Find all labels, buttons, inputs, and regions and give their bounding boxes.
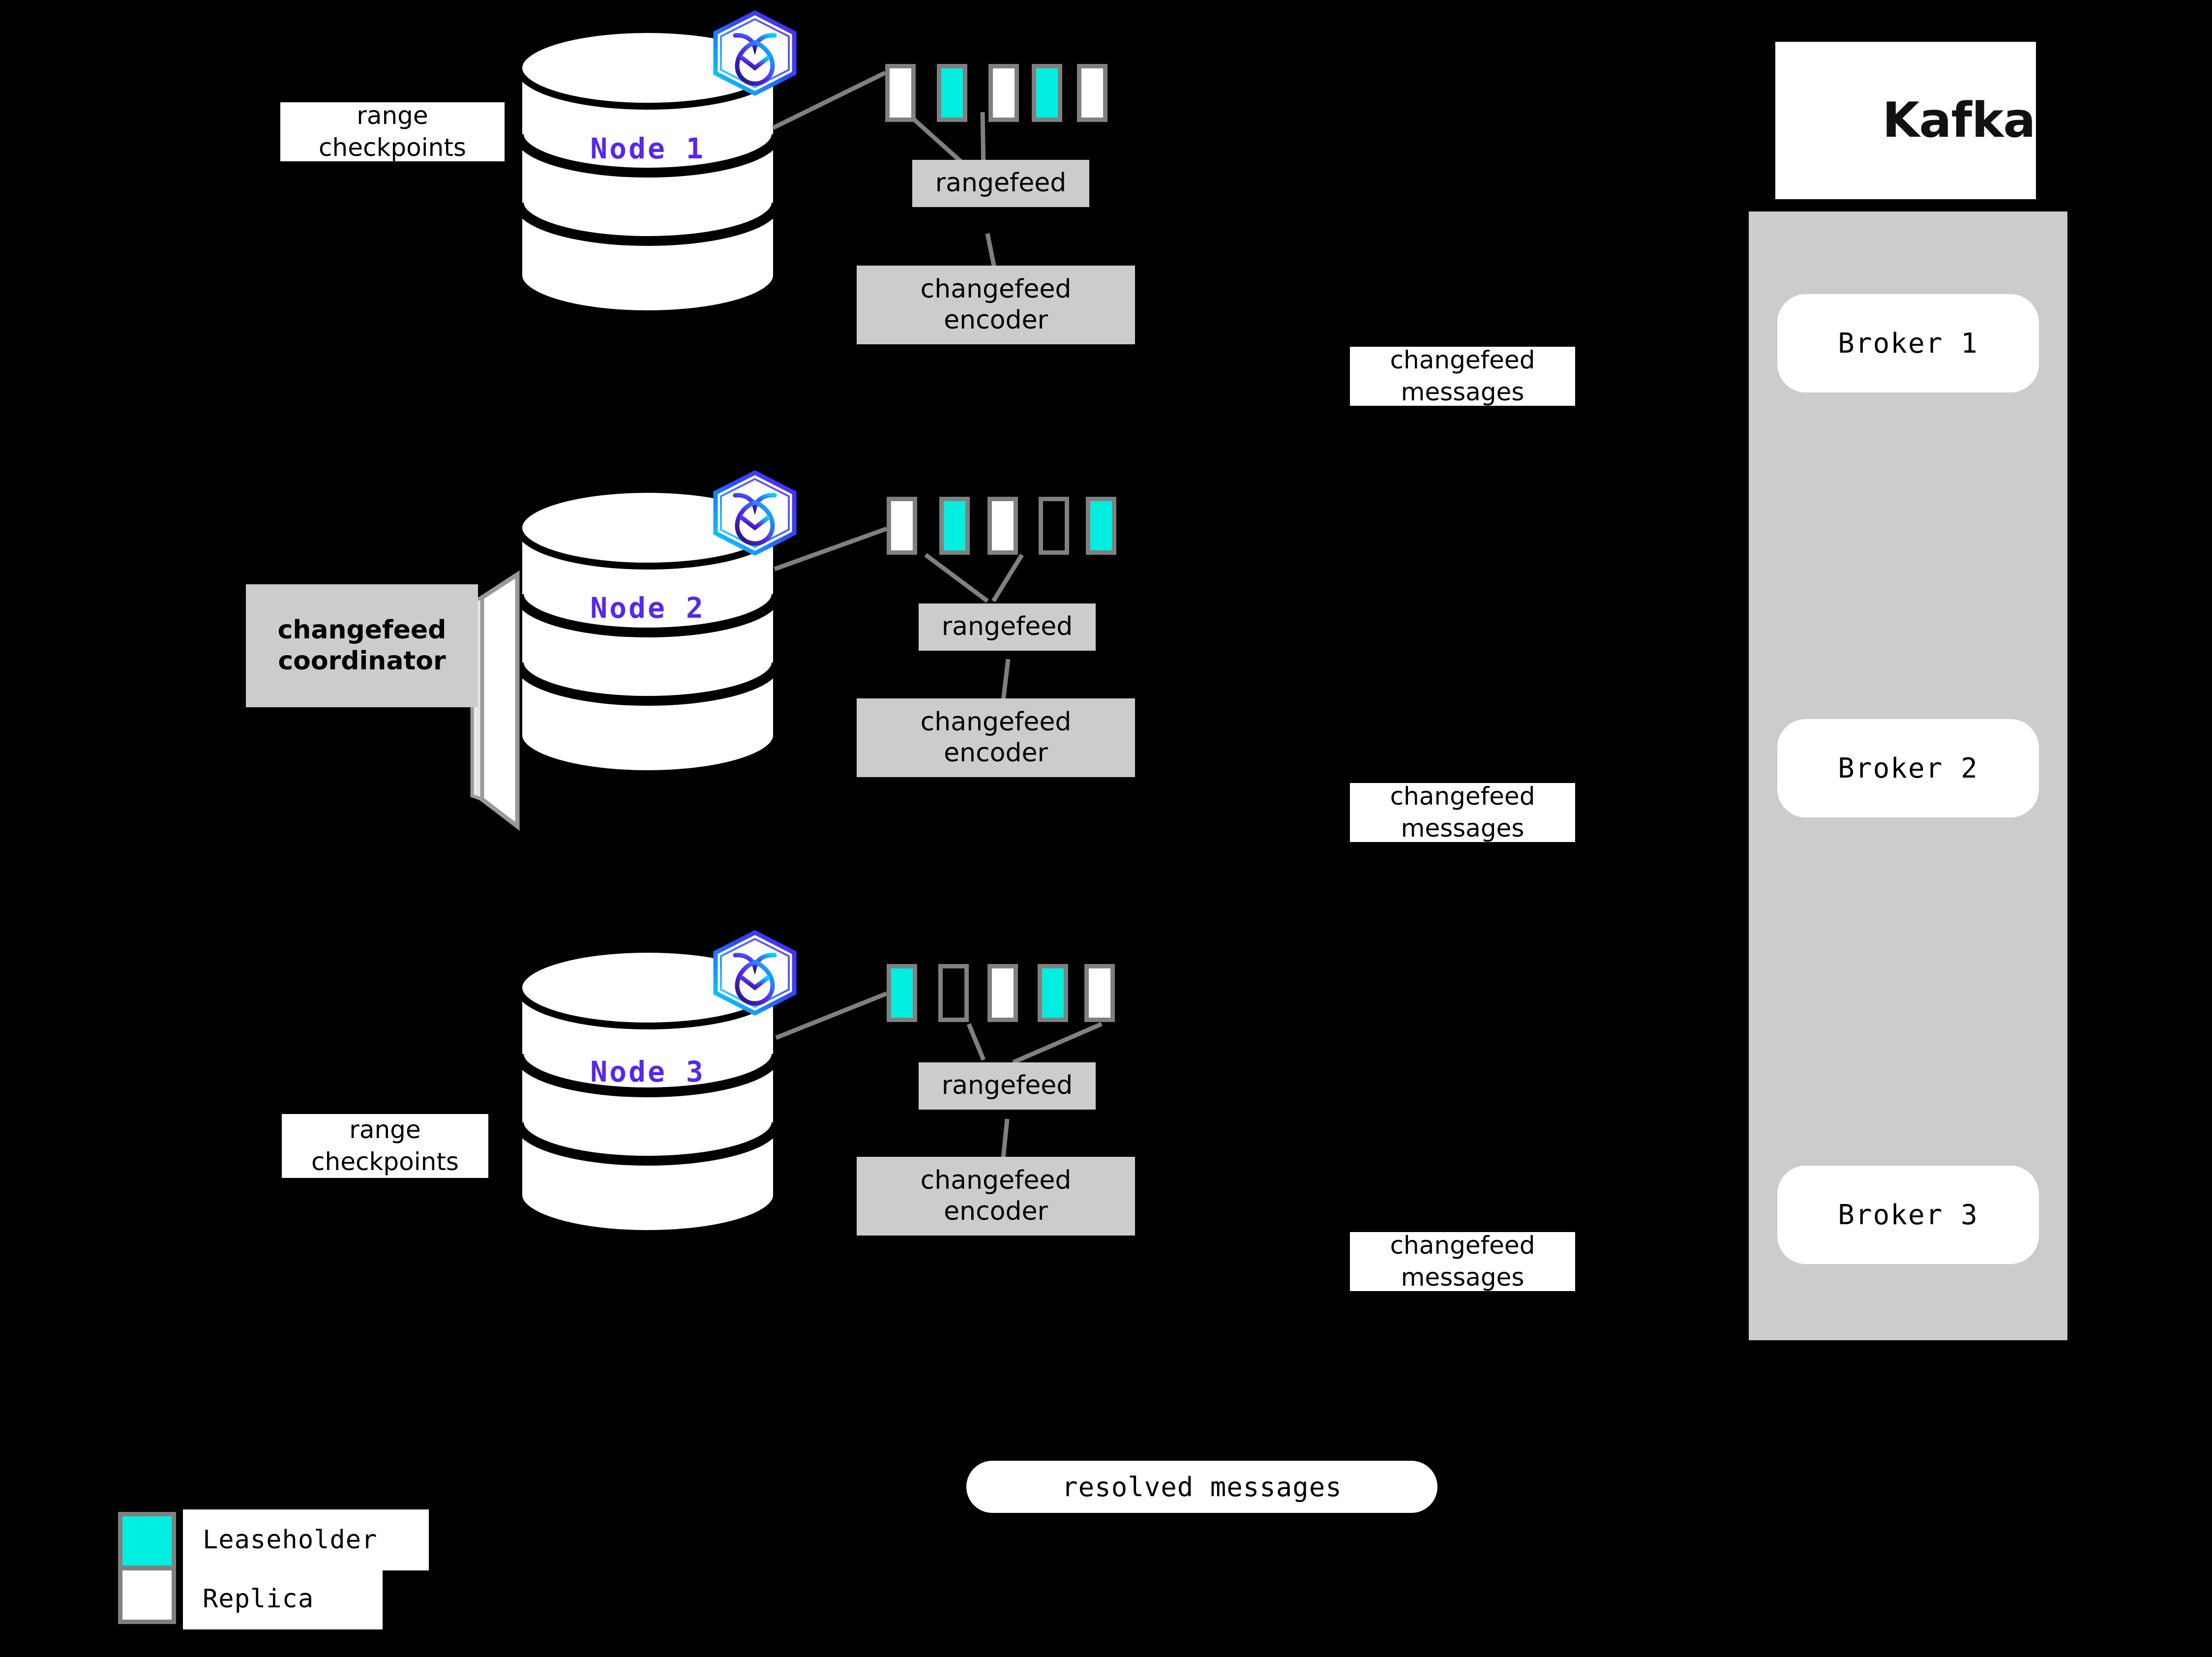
kafka-inbound-arrow [2057,332,2212,351]
coordinator-wedge [470,570,520,831]
node-1-label: Node 1 [590,132,705,165]
legend-swatch-leaseholder [118,1512,176,1570]
node-3-range-checkpoints-label: range checkpoints [282,1114,488,1178]
range-box-replica[interactable] [1077,64,1107,122]
range-box-replica[interactable] [1084,964,1115,1022]
resolved-messages-pill: resolved messages [966,1461,1437,1513]
range-box-replica[interactable] [887,497,917,555]
node-1-changefeed-encoder-box[interactable]: changefeed encoder [857,266,1135,344]
range-box-leaseholder[interactable] [887,964,917,1022]
node-3-label: Node 3 [590,1055,705,1088]
legend-label-replica: Replica [183,1568,383,1629]
kafka-wordmark: Kafka [1882,92,2035,149]
node-2-changefeed-messages-label: changefeed messages [1350,783,1575,842]
broker-2[interactable]: Broker 2 [1777,719,2039,817]
node-3-cockroach-badge [712,930,798,1016]
range-box-leaseholder[interactable] [1032,64,1062,122]
node-2-rangefeed-box[interactable]: rangefeed [919,603,1096,651]
range-box-leaseholder[interactable] [937,64,967,122]
kafka-logo: Kafka [1775,42,2036,199]
node-1-range-checkpoints-label: range checkpoints [280,102,505,161]
range-box-leaseholder[interactable] [1086,497,1116,555]
node-2-changefeed-coordinator-box[interactable]: changefeed coordinator [246,584,478,707]
node-1-cockroach-badge [712,10,798,96]
range-box-leaseholder[interactable] [939,497,970,555]
node-1-rangefeed-box[interactable]: rangefeed [912,160,1089,207]
range-box-leaseholder[interactable] [1038,964,1068,1022]
range-box-replica[interactable] [987,964,1018,1022]
node-3-changefeed-encoder-box[interactable]: changefeed encoder [857,1157,1135,1235]
node-3-changefeed-messages-label: changefeed messages [1350,1232,1575,1291]
legend-swatch-replica [118,1566,176,1624]
node-2-cockroach-badge [712,470,798,556]
range-box-empty[interactable] [1039,497,1069,555]
legend-label-leaseholder: Leaseholder [183,1509,429,1570]
node-2-label: Node 2 [590,591,705,625]
broker-1[interactable]: Broker 1 [1777,294,2039,392]
range-box-replica[interactable] [987,497,1018,555]
node-1-changefeed-messages-label: changefeed messages [1350,347,1575,406]
range-box-replica[interactable] [885,64,916,122]
range-box-replica[interactable] [988,64,1019,122]
node-3-rangefeed-box[interactable]: rangefeed [919,1062,1096,1110]
broker-3[interactable]: Broker 3 [1777,1166,2039,1264]
range-box-empty[interactable] [938,964,969,1022]
node-2-changefeed-encoder-box[interactable]: changefeed encoder [857,698,1135,777]
